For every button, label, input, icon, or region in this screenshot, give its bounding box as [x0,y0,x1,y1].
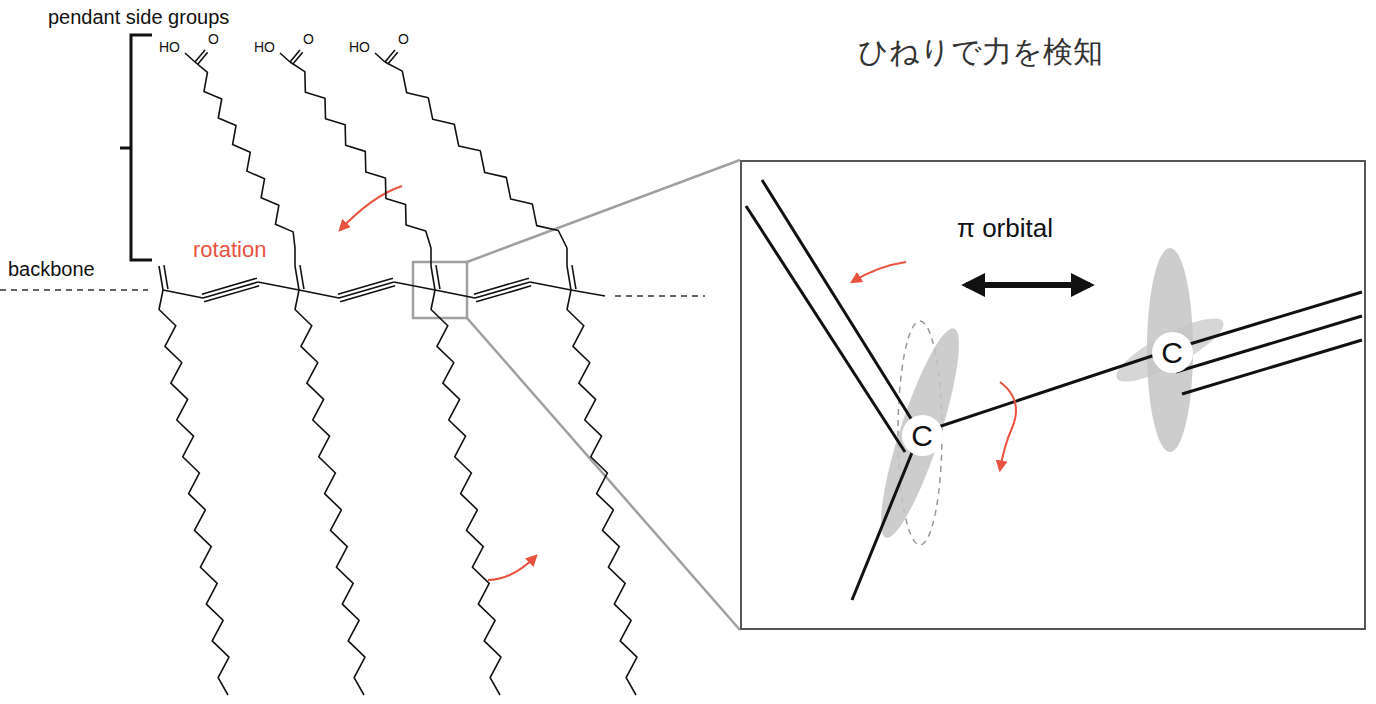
atom-label: O [208,32,219,47]
bond-line [1182,340,1362,394]
atom-label: HO [349,40,370,55]
molecule [159,50,637,695]
double-bond [431,266,435,290]
single-bond [571,290,605,296]
pendant-chain [290,62,431,248]
single-bond [566,248,568,266]
atom-label: HO [254,40,275,55]
inset-box: π orbitalC C [740,160,1366,630]
rotation-arrow [852,262,906,282]
double-bond [300,265,304,289]
carbonyl-bond [195,50,205,62]
bond-line [746,206,905,452]
carbonyl-bond [290,50,300,62]
bracket [120,35,152,260]
single-bond [394,282,435,290]
alkyl-chain [567,290,637,695]
triple-bond [475,282,530,298]
carbon-atom: C [902,415,943,456]
bond-line [1170,292,1362,350]
rotation-arrow [488,556,536,580]
carbonyl-bond [198,52,208,64]
double-bond [436,265,440,289]
orbital-lobe [1147,248,1193,452]
carbonyl-bond [388,52,398,64]
bond-line [920,350,1170,433]
triple-bond [476,286,531,302]
backbone-label: backbone [8,258,95,280]
pendant-chain [385,62,567,248]
double-bond [572,265,576,289]
bond-line [852,433,920,600]
carbonyl-bond [293,52,303,64]
triple-bond [339,282,394,298]
rotation-arrow [340,186,402,230]
triple-bond [340,286,395,302]
zoom-line [467,318,740,630]
orbital-label: π orbital [957,214,1053,243]
caption-label: ひねりで力を検知 [858,35,1103,68]
orbital-lobe [867,322,973,544]
double-bond [164,265,168,289]
carbon-atom: C [1152,332,1193,373]
atom-label: O [303,32,314,47]
single-bond [375,53,385,62]
bond-line [762,180,920,433]
single-bond [280,53,290,62]
zoom-square [413,262,467,318]
alkyl-chain [295,290,365,695]
single-bond [185,53,195,62]
single-bond [163,290,203,298]
single-bond [430,248,432,266]
atom-label: O [398,32,409,47]
atom-label: HO [159,40,180,55]
single-bond [435,290,475,298]
carbonyl-bond [385,50,395,62]
single-bond [530,282,571,290]
double-bond [159,266,163,290]
triple-bond [474,278,529,294]
zoom-line [467,160,740,262]
backbone-dash [0,289,148,291]
alkyl-chain [159,290,229,695]
single-bond [258,282,299,290]
backbone-dash [615,295,705,297]
bond-line [1176,316,1362,372]
triple-bond [338,278,393,294]
rotation-arrow [1000,382,1016,470]
double-arrow [966,282,1090,288]
pendant-chain [195,62,295,248]
heading-label: pendant side groups [48,6,229,28]
triple-bond [203,282,258,298]
single-bond [294,248,296,266]
triple-bond [204,286,259,302]
alkyl-chain [431,290,501,695]
double-bond [567,266,571,290]
rotation-label: rotation [193,238,266,262]
double-bond [295,266,299,290]
single-bond [299,290,339,298]
triple-bond [202,278,257,294]
